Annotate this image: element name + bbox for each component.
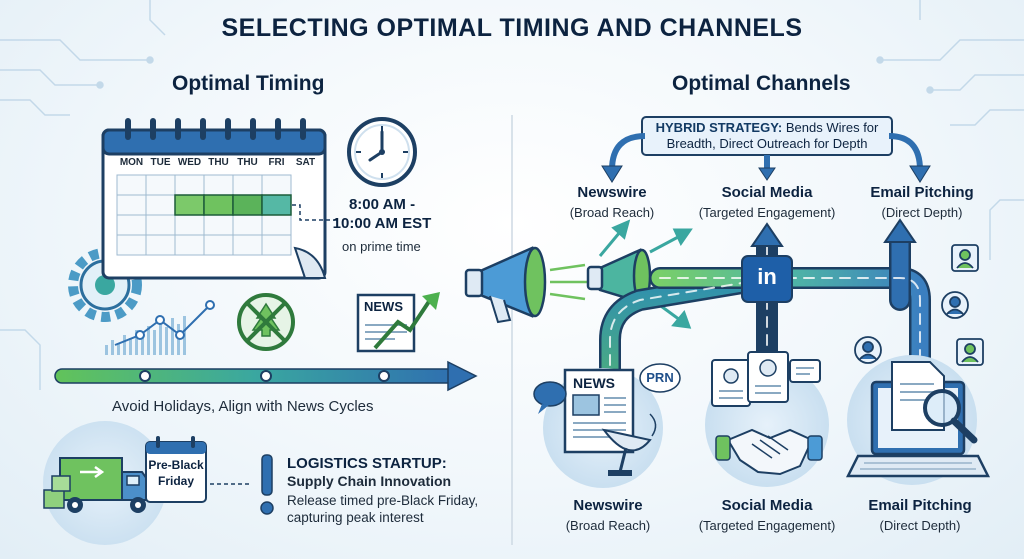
upward-arrowheads <box>750 218 917 247</box>
hybrid-strategy-text: Bends Wires for <box>785 120 879 135</box>
case-study-subtitle: Supply Chain Innovation <box>287 473 452 489</box>
hybrid-strategy-label: HYBRID STRATEGY: <box>655 120 783 135</box>
black-friday-calendar-icon <box>145 436 207 503</box>
channel-sub-email: (Direct Depth) <box>881 205 963 220</box>
contact-avatars <box>854 244 984 366</box>
clock-icon <box>347 117 417 187</box>
delivery-truck-icon <box>43 457 153 513</box>
day-label: SAT <box>295 157 316 168</box>
megaphone-icon <box>464 246 547 324</box>
news-growth-icon <box>356 292 440 353</box>
channel-sub-social: (Targeted Engagement) <box>698 205 836 220</box>
prn-label: PRN <box>646 370 674 385</box>
exclamation-icon <box>260 454 274 515</box>
channels-heading: Optimal Channels <box>672 72 851 95</box>
hybrid-strategy-line2: Breadth, Direct Outreach for Depth <box>666 136 868 151</box>
channel-sub-newswire: (Broad Reach) <box>569 205 655 220</box>
timing-heading: Optimal Timing <box>172 72 325 95</box>
case-study-desc-line2: capturing peak interest <box>287 510 424 525</box>
no-holiday-icon <box>237 293 295 351</box>
newspaper-icon <box>563 368 635 454</box>
profile-cards-icon <box>711 351 821 407</box>
channel-sub-email-bottom: (Direct Depth) <box>879 518 961 533</box>
day-label: FRI <box>268 157 285 168</box>
circuit-traces <box>0 0 1024 390</box>
channel-name-social-bottom: Social Media <box>721 497 813 514</box>
calendar-label-line2: Friday <box>157 474 194 488</box>
day-label: MON <box>119 157 144 168</box>
magnifier-icon <box>923 389 978 444</box>
trend-chart-icon <box>105 300 215 355</box>
time-range-start: 8:00 AM - <box>348 196 416 213</box>
linkedin-icon <box>741 255 793 303</box>
day-label: WED <box>177 157 202 168</box>
channel-name-email-bottom: Email Pitching <box>868 497 972 514</box>
channel-sub-newswire-bottom: (Broad Reach) <box>565 518 651 533</box>
case-study-desc-line1: Release timed pre-Black Friday, <box>287 493 479 508</box>
day-label: TUE <box>150 157 171 168</box>
page-title: SELECTING OPTIMAL TIMING AND CHANNELS <box>221 14 803 42</box>
chat-bubble-icon <box>533 363 681 414</box>
calendar-icon <box>101 118 327 280</box>
timeline-arrow <box>54 360 478 392</box>
newswire-paper-label: NEWS <box>573 375 615 391</box>
timing-caption: Avoid Holidays, Align with News Cycles <box>112 398 374 415</box>
case-study-title: LOGISTICS STARTUP: <box>287 455 447 472</box>
channel-sub-social-bottom: (Targeted Engagement) <box>698 518 836 533</box>
channel-name-email: Email Pitching <box>870 184 974 201</box>
hybrid-strategy-line1: HYBRID STRATEGY: Bends Wires for <box>642 119 892 136</box>
satellite-dish-icon <box>601 413 657 476</box>
time-range-end: 10:00 AM EST <box>332 215 432 232</box>
news-label: NEWS <box>364 299 403 314</box>
time-note: on prime time <box>342 239 421 254</box>
channel-name-social: Social Media <box>721 184 813 201</box>
linkedin-label: in <box>757 264 777 289</box>
handshake-icon <box>715 428 823 476</box>
day-label: THU <box>237 157 258 168</box>
channel-name-newswire-bottom: Newswire <box>573 497 643 514</box>
prime-days-highlight <box>174 194 292 216</box>
day-label: THU <box>208 157 229 168</box>
calendar-label-line1: Pre-Black <box>148 458 204 472</box>
broadcast-arrows <box>598 219 693 329</box>
channel-name-newswire: Newswire <box>577 184 647 201</box>
